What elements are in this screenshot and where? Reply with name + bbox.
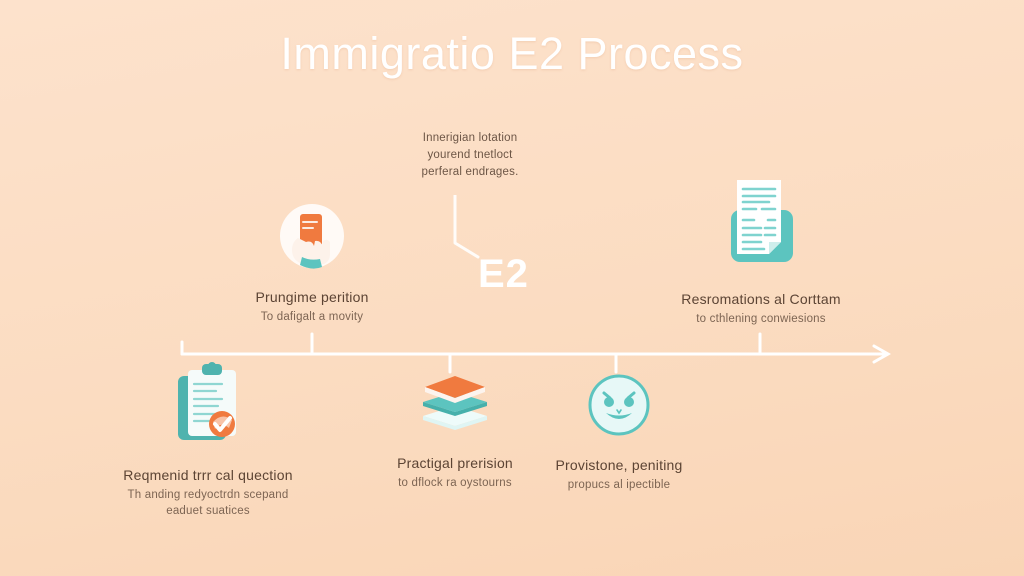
clipboard-check-icon: [160, 358, 256, 450]
center-note-line-1: Innerigian lotation: [422, 132, 518, 144]
node-provisions[interactable]: Provistone, peniting propucs al ipectibl…: [538, 372, 700, 493]
document-folder-icon: [709, 168, 813, 276]
node-petition-label: Prungime perition: [255, 289, 369, 305]
node-petition-sub-line-1: To dafigalt a movity: [260, 311, 364, 323]
face-circle-icon: [586, 372, 652, 438]
e2-badge-label: E2: [478, 252, 529, 296]
node-documents-sub-line-1: to cthlening conwiesions: [696, 313, 826, 325]
node-requirements[interactable]: Reqmenid trrr cal quection Th anding red…: [88, 358, 328, 519]
node-requirements-sub-line-2: eaduet suatices: [166, 505, 250, 517]
node-documents-sub: to cthlening conwiesions: [662, 311, 860, 327]
node-petition-sub: To dafigalt a movity: [222, 309, 402, 325]
node-provisions-sub: propucs al ipectible: [538, 477, 700, 493]
hand-holding-card-icon: [272, 202, 352, 274]
node-documents-label: Resromations al Corttam: [681, 291, 841, 307]
node-provisions-sub-line-1: propucs al ipectible: [567, 479, 671, 491]
node-requirements-sub-line-1: Th anding redyoctrdn scepand: [127, 489, 289, 501]
node-requirements-label: Reqmenid trrr cal quection: [123, 467, 293, 483]
node-practical[interactable]: Practigal prerision to dflock ra oystour…: [370, 366, 540, 491]
node-practical-label: Practigal prerision: [397, 455, 513, 471]
node-petition[interactable]: Prungime perition To dafigalt a movity: [222, 202, 402, 325]
node-requirements-sub: Th anding redyoctrdn scepand eaduet suat…: [88, 487, 328, 519]
node-practical-sub-line-1: to dflock ra oystourns: [398, 477, 512, 489]
stacked-books-icon: [413, 366, 497, 432]
center-note-line-2: yourend tnetloct: [427, 149, 513, 161]
connector-line-icon: [453, 195, 480, 259]
node-documents[interactable]: Resromations al Corttam to cthlening con…: [662, 168, 860, 327]
node-provisions-label: Provistone, peniting: [555, 457, 683, 473]
timeline-axis: [180, 332, 892, 374]
node-practical-sub: to dflock ra oystourns: [370, 475, 540, 491]
center-note-line-3: perferal endrages.: [421, 166, 519, 178]
page-title: Immigratio E2 Process: [280, 28, 744, 79]
center-note: Innerigian lotation yourend tnetloct per…: [382, 130, 558, 181]
